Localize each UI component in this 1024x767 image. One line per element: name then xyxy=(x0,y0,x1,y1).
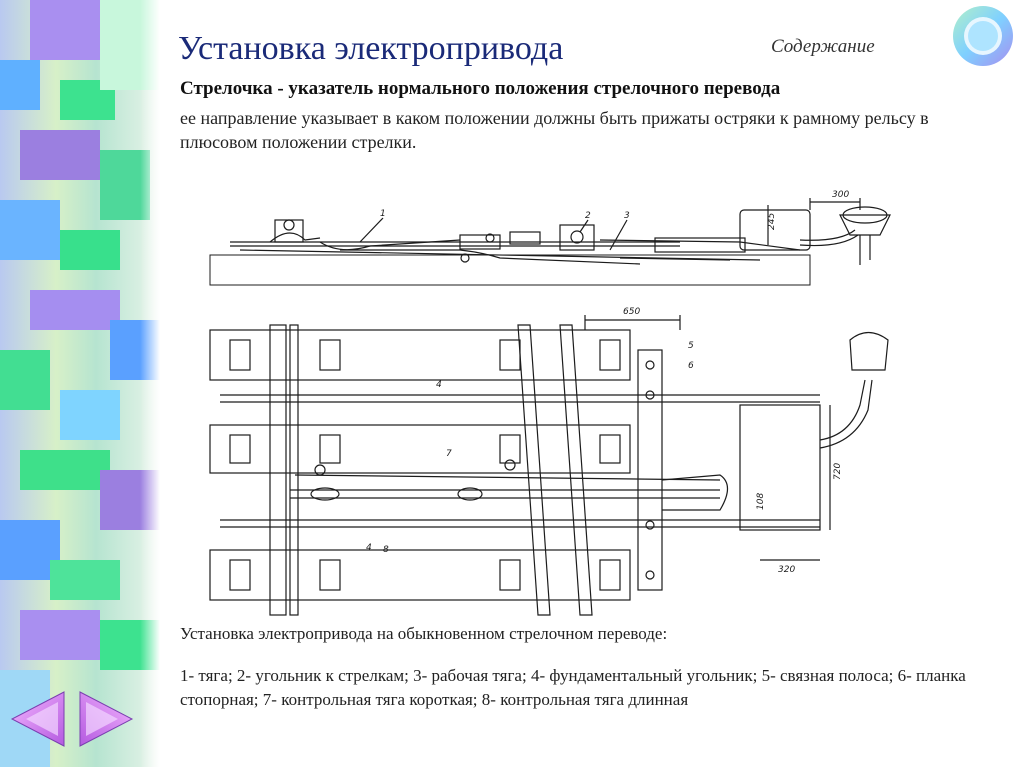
prev-slide-arrow-icon[interactable] xyxy=(8,688,68,750)
dim-650: 650 xyxy=(623,307,640,317)
callout-3: 3 xyxy=(624,211,630,221)
callout-6: 6 xyxy=(688,361,694,371)
side-view: 1 2 3 300 245 xyxy=(209,190,891,286)
drawing-caption: Установка электропривода на обыкновенном… xyxy=(180,624,668,643)
contents-orb-icon[interactable] xyxy=(951,4,1015,68)
callout-4-bottom: 4 xyxy=(366,543,372,553)
callout-4-top: 4 xyxy=(436,380,442,390)
callout-5: 5 xyxy=(688,341,694,351)
slide-description: ее направление указывает в каком положен… xyxy=(180,108,929,152)
decorative-sidebar xyxy=(0,0,160,767)
plan-view: 650 720 108 320 4 4 5 6 7 8 xyxy=(209,307,889,616)
next-slide-arrow-icon[interactable] xyxy=(76,688,136,750)
dim-245: 245 xyxy=(767,213,777,230)
contents-link[interactable]: Содержание xyxy=(771,36,875,57)
callout-2: 2 xyxy=(585,211,591,221)
callout-1: 1 xyxy=(380,209,386,219)
dim-720: 720 xyxy=(833,463,843,480)
callout-8: 8 xyxy=(383,545,389,555)
dim-300: 300 xyxy=(832,190,849,200)
parts-legend: 1- тяга; 2- угольник к стрелкам; 3- рабо… xyxy=(180,666,966,709)
switch-machine-drawing: 1 2 3 300 245 xyxy=(209,190,891,616)
dim-108: 108 xyxy=(756,493,766,510)
slide-title: Установка электропривода xyxy=(178,30,564,67)
dim-320: 320 xyxy=(778,565,795,575)
callout-7: 7 xyxy=(446,449,452,459)
slide-subtitle: Стрелочка - указатель нормального положе… xyxy=(180,78,781,99)
